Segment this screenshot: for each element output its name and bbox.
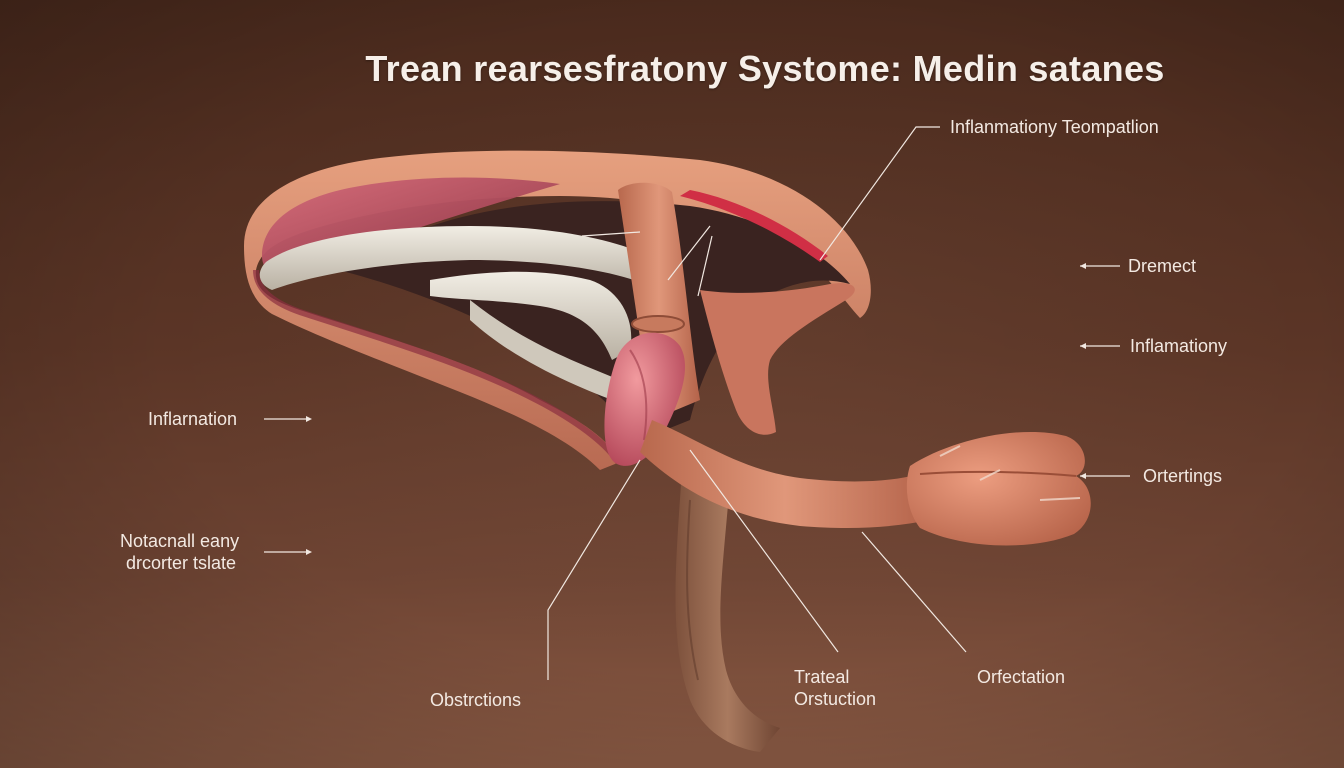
- label-trateal: Trateal Orstuction: [794, 666, 876, 710]
- label-notacnall-line2: drcorter tslate: [126, 553, 237, 573]
- descending-stem: [675, 470, 780, 752]
- curved-tube: [640, 420, 930, 528]
- label-dremect: Dremect: [1128, 256, 1197, 276]
- label-obstrctions: Obstrctions: [430, 690, 522, 710]
- red-membrane: [680, 190, 828, 262]
- end-bulb: [906, 431, 1091, 546]
- label-inflarnation: Inflarnation: [148, 409, 238, 429]
- label-notacnall-line1: Notacnall eany: [120, 531, 240, 551]
- arrowheads: [306, 263, 1086, 555]
- label-trateal-line2: Orstuction: [794, 689, 877, 709]
- label-ortertings: Ortertings: [1143, 466, 1223, 486]
- label-orfectation: Orfectation: [977, 667, 1066, 687]
- pink-nodule: [604, 332, 686, 466]
- cartilage-bands: [259, 226, 640, 400]
- inner-fold: [700, 283, 855, 435]
- label-inflamationy: Inflamationy: [1130, 336, 1228, 356]
- label-inflammation-top: Inflanmationy Teompatlion: [950, 117, 1159, 137]
- diagram-title: Trean rearsesfratony Systome: Medin sata…: [365, 48, 1165, 89]
- label-trateal-line1: Trateal: [794, 667, 850, 687]
- label-notacnall: Notacnall eany drcorter tslate: [120, 530, 239, 574]
- leader-lines: [264, 126, 1130, 680]
